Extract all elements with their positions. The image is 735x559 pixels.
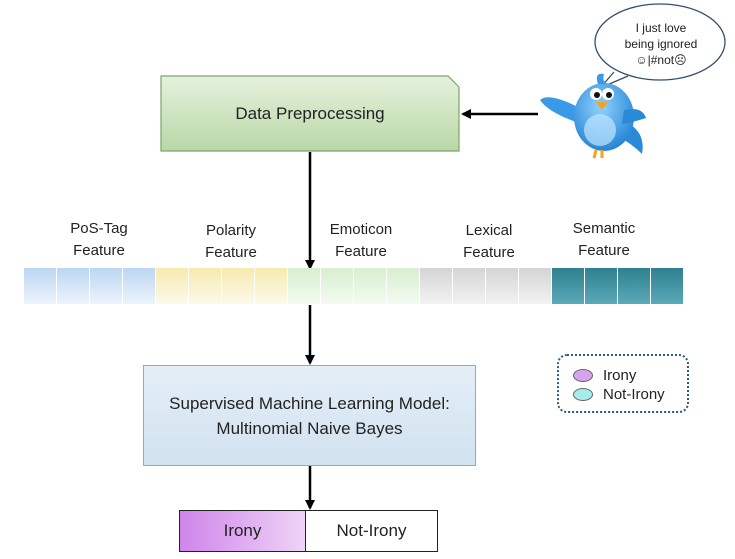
feature-label-emoticon: Emoticon Feature bbox=[329, 221, 393, 260]
feature-cell bbox=[189, 268, 221, 304]
feature-cell bbox=[420, 268, 452, 304]
feature-label-pos-tag: PoS-Tag Feature bbox=[70, 220, 128, 259]
feature-cell bbox=[123, 268, 155, 304]
feature-cell bbox=[354, 268, 386, 304]
feature-cell bbox=[288, 268, 320, 304]
output-irony: Irony bbox=[179, 510, 306, 552]
feature-cell bbox=[519, 268, 551, 304]
model-box: Supervised Machine Learning Model: Multi… bbox=[143, 365, 476, 466]
feature-cell bbox=[486, 268, 518, 304]
feature-cell bbox=[585, 268, 617, 304]
legend-label-not-irony: Not-Irony bbox=[603, 386, 665, 403]
model-line-1: Supervised Machine Learning Model: bbox=[169, 393, 450, 413]
feature-cell bbox=[552, 268, 584, 304]
feature-cell bbox=[255, 268, 287, 304]
legend-swatch-not-irony bbox=[573, 388, 593, 401]
feature-cell bbox=[57, 268, 89, 304]
feature-label-polarity: Polarity Feature bbox=[205, 222, 257, 261]
bubble-line-1: I just love bbox=[635, 21, 687, 35]
feature-label-semantic: Semantic Feature bbox=[572, 220, 636, 259]
data-preprocessing-box: Data Preprocessing bbox=[160, 75, 460, 152]
preprocessing-label: Data Preprocessing bbox=[235, 103, 385, 123]
legend-swatch-irony bbox=[573, 369, 593, 382]
bubble-line-2: being ignored bbox=[624, 37, 698, 51]
model-line-2: Multinomial Naive Bayes bbox=[216, 418, 403, 438]
feature-cell bbox=[453, 268, 485, 304]
legend-item-irony: Irony bbox=[573, 367, 636, 384]
twitter-bird-icon bbox=[540, 73, 646, 159]
feature-label-lexical: Lexical Feature bbox=[463, 222, 515, 261]
speech-bubble-text: I just love being ignored ☺|#not☹ bbox=[601, 20, 721, 68]
feature-cell bbox=[90, 268, 122, 304]
feature-vector bbox=[24, 268, 684, 304]
bubble-line-3: ☺|#not☹ bbox=[635, 53, 687, 67]
feature-cell bbox=[651, 268, 683, 304]
feature-cell bbox=[156, 268, 188, 304]
feature-cell bbox=[24, 268, 56, 304]
legend-item-not-irony: Not-Irony bbox=[573, 386, 665, 403]
output-not-irony: Not-Irony bbox=[305, 510, 438, 552]
legend-label-irony: Irony bbox=[603, 367, 637, 384]
legend: Irony Not-Irony bbox=[557, 354, 689, 413]
feature-cell bbox=[222, 268, 254, 304]
feature-cell bbox=[618, 268, 650, 304]
feature-cell bbox=[321, 268, 353, 304]
feature-cell bbox=[387, 268, 419, 304]
